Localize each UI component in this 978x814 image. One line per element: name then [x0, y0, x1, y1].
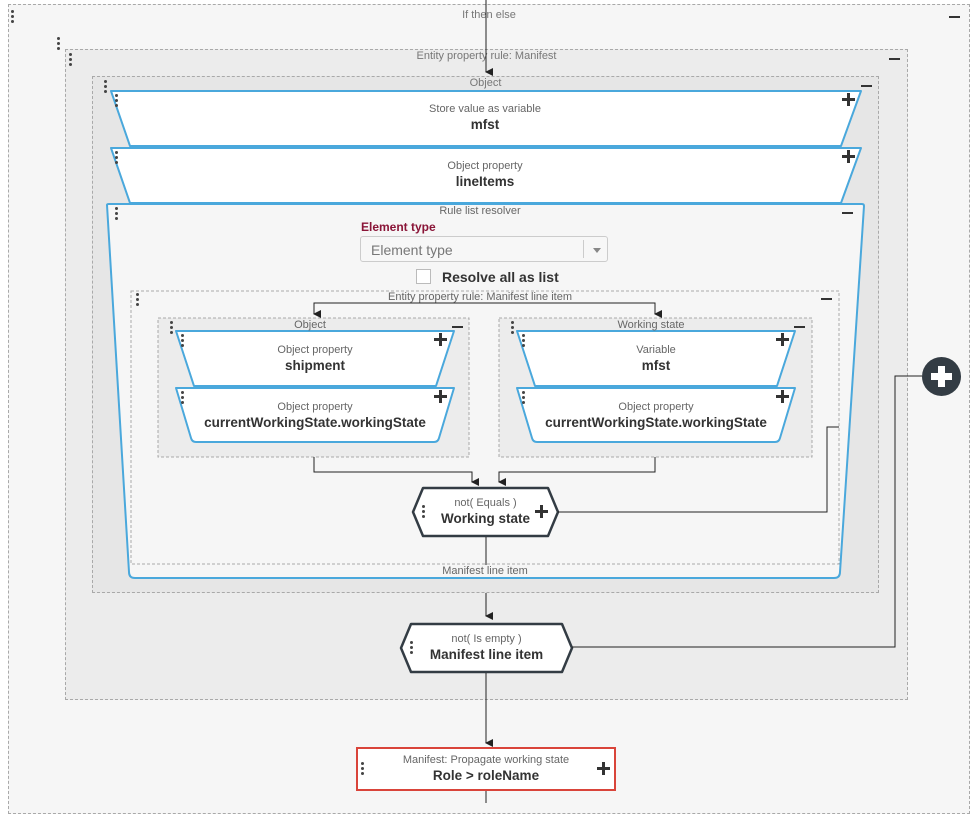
not-equals-node[interactable]: not( Equals ) Working state: [413, 496, 558, 527]
lineitems-value: lineItems: [455, 174, 515, 189]
if-then-else-label: If then else: [462, 9, 516, 21]
not-is-empty-hexagon: [399, 622, 574, 674]
rule-list-resolver-footer: Manifest line item: [442, 565, 528, 577]
entity-rule-line-item-drag-handle[interactable]: [136, 293, 139, 308]
right-node2-value: currentWorkingState.workingState: [545, 415, 767, 430]
propagate-node[interactable]: Manifest: Propagate working state Role >…: [357, 753, 615, 784]
left-node2[interactable]: Object property currentWorkingState.work…: [176, 400, 454, 431]
left-node1-add-icon[interactable]: [434, 333, 447, 346]
left-group-drag-handle[interactable]: [170, 321, 173, 336]
lineitems-add-icon[interactable]: [842, 150, 855, 163]
not-equals-hexagon: [411, 486, 560, 538]
left-node2-value: currentWorkingState.workingState: [204, 415, 426, 430]
right-node1-shape: [516, 330, 796, 387]
store-value-drag-handle[interactable]: [115, 94, 118, 109]
left-node2-drag-handle[interactable]: [181, 391, 184, 406]
add-branch-icon[interactable]: [922, 357, 961, 396]
right-node2-add-icon[interactable]: [776, 390, 789, 403]
object-group-drag-handle[interactable]: [104, 80, 107, 95]
not-is-empty-drag-handle[interactable]: [410, 641, 413, 656]
if-then-else-collapse-icon[interactable]: [949, 16, 960, 18]
left-node1-value: shipment: [284, 358, 345, 373]
propagate-box: [356, 747, 616, 791]
left-node1-shape: [175, 330, 455, 387]
store-value-add-icon[interactable]: [842, 93, 855, 106]
store-value-node[interactable]: Store value as variable mfst: [110, 102, 860, 133]
right-node1[interactable]: Variable mfst: [517, 343, 795, 374]
right-node2-shape: [516, 387, 796, 443]
right-node1-value: mfst: [641, 358, 671, 373]
lineitems-drag-handle[interactable]: [115, 151, 118, 166]
element-type-separator: [583, 240, 584, 258]
chevron-down-icon[interactable]: [593, 248, 601, 253]
object-property-lineitems-node[interactable]: Object property lineItems: [110, 159, 860, 190]
not-equals-type: not( Equals ): [454, 497, 517, 509]
not-equals-drag-handle[interactable]: [422, 505, 425, 520]
entity-rule-line-item-label: Entity property rule: Manifest line item: [387, 291, 573, 303]
object-group-label: Object: [469, 77, 502, 89]
not-is-empty-value: Manifest line item: [429, 647, 544, 662]
not-is-empty-node[interactable]: not( Is empty ) Manifest line item: [401, 632, 572, 663]
resolve-all-label: Resolve all as list: [442, 269, 559, 285]
left-node2-shape: [175, 387, 455, 443]
store-value-type: Store value as variable: [429, 103, 541, 115]
left-node2-type: Object property: [277, 401, 353, 413]
left-node2-add-icon[interactable]: [434, 390, 447, 403]
left-group-collapse-icon[interactable]: [452, 326, 463, 328]
store-value-value: mfst: [470, 117, 500, 132]
left-group-label: Object: [294, 319, 326, 331]
resolve-all-checkbox[interactable]: [416, 269, 431, 284]
store-value-shape: [110, 90, 862, 147]
right-node1-add-icon[interactable]: [776, 333, 789, 346]
propagate-drag-handle[interactable]: [361, 762, 364, 777]
rule-list-resolver-drag-handle[interactable]: [115, 207, 118, 222]
right-node2-type: Object property: [618, 401, 694, 413]
if-then-else-drag-handle[interactable]: [11, 10, 14, 25]
right-group-label: Working state: [617, 319, 685, 331]
not-equals-add-icon[interactable]: [535, 505, 548, 518]
entity-rule-manifest-collapse-icon[interactable]: [889, 58, 900, 60]
right-node1-drag-handle[interactable]: [522, 334, 525, 349]
right-group-collapse-icon[interactable]: [794, 326, 805, 328]
right-node1-type: Variable: [636, 344, 676, 356]
right-node2-drag-handle[interactable]: [522, 391, 525, 406]
propagate-type: Manifest: Propagate working state: [402, 754, 570, 766]
element-type-select[interactable]: Element type: [360, 236, 608, 262]
rule-list-resolver-label: Rule list resolver: [439, 205, 521, 217]
entity-rule-line-item-collapse-icon[interactable]: [821, 298, 832, 300]
not-equals-value: Working state: [440, 511, 530, 526]
propagate-value: Role > roleName: [432, 768, 540, 783]
left-node1[interactable]: Object property shipment: [176, 343, 454, 374]
not-is-empty-type: not( Is empty ): [451, 633, 522, 645]
entity-rule-manifest-inner-drag-handle[interactable]: [69, 53, 72, 68]
right-group-drag-handle[interactable]: [511, 321, 514, 336]
left-node1-type: Object property: [277, 344, 353, 356]
object-group-collapse-icon[interactable]: [861, 85, 872, 87]
right-node2[interactable]: Object property currentWorkingState.work…: [517, 400, 795, 431]
lineitems-type: Object property: [447, 160, 523, 172]
element-type-label: Element type: [361, 220, 436, 234]
left-node1-drag-handle[interactable]: [181, 334, 184, 349]
rule-list-resolver-collapse-icon[interactable]: [842, 212, 853, 214]
entity-rule-manifest-drag-handle[interactable]: [57, 37, 60, 52]
element-type-placeholder: Element type: [371, 242, 453, 258]
propagate-add-icon[interactable]: [597, 762, 610, 775]
